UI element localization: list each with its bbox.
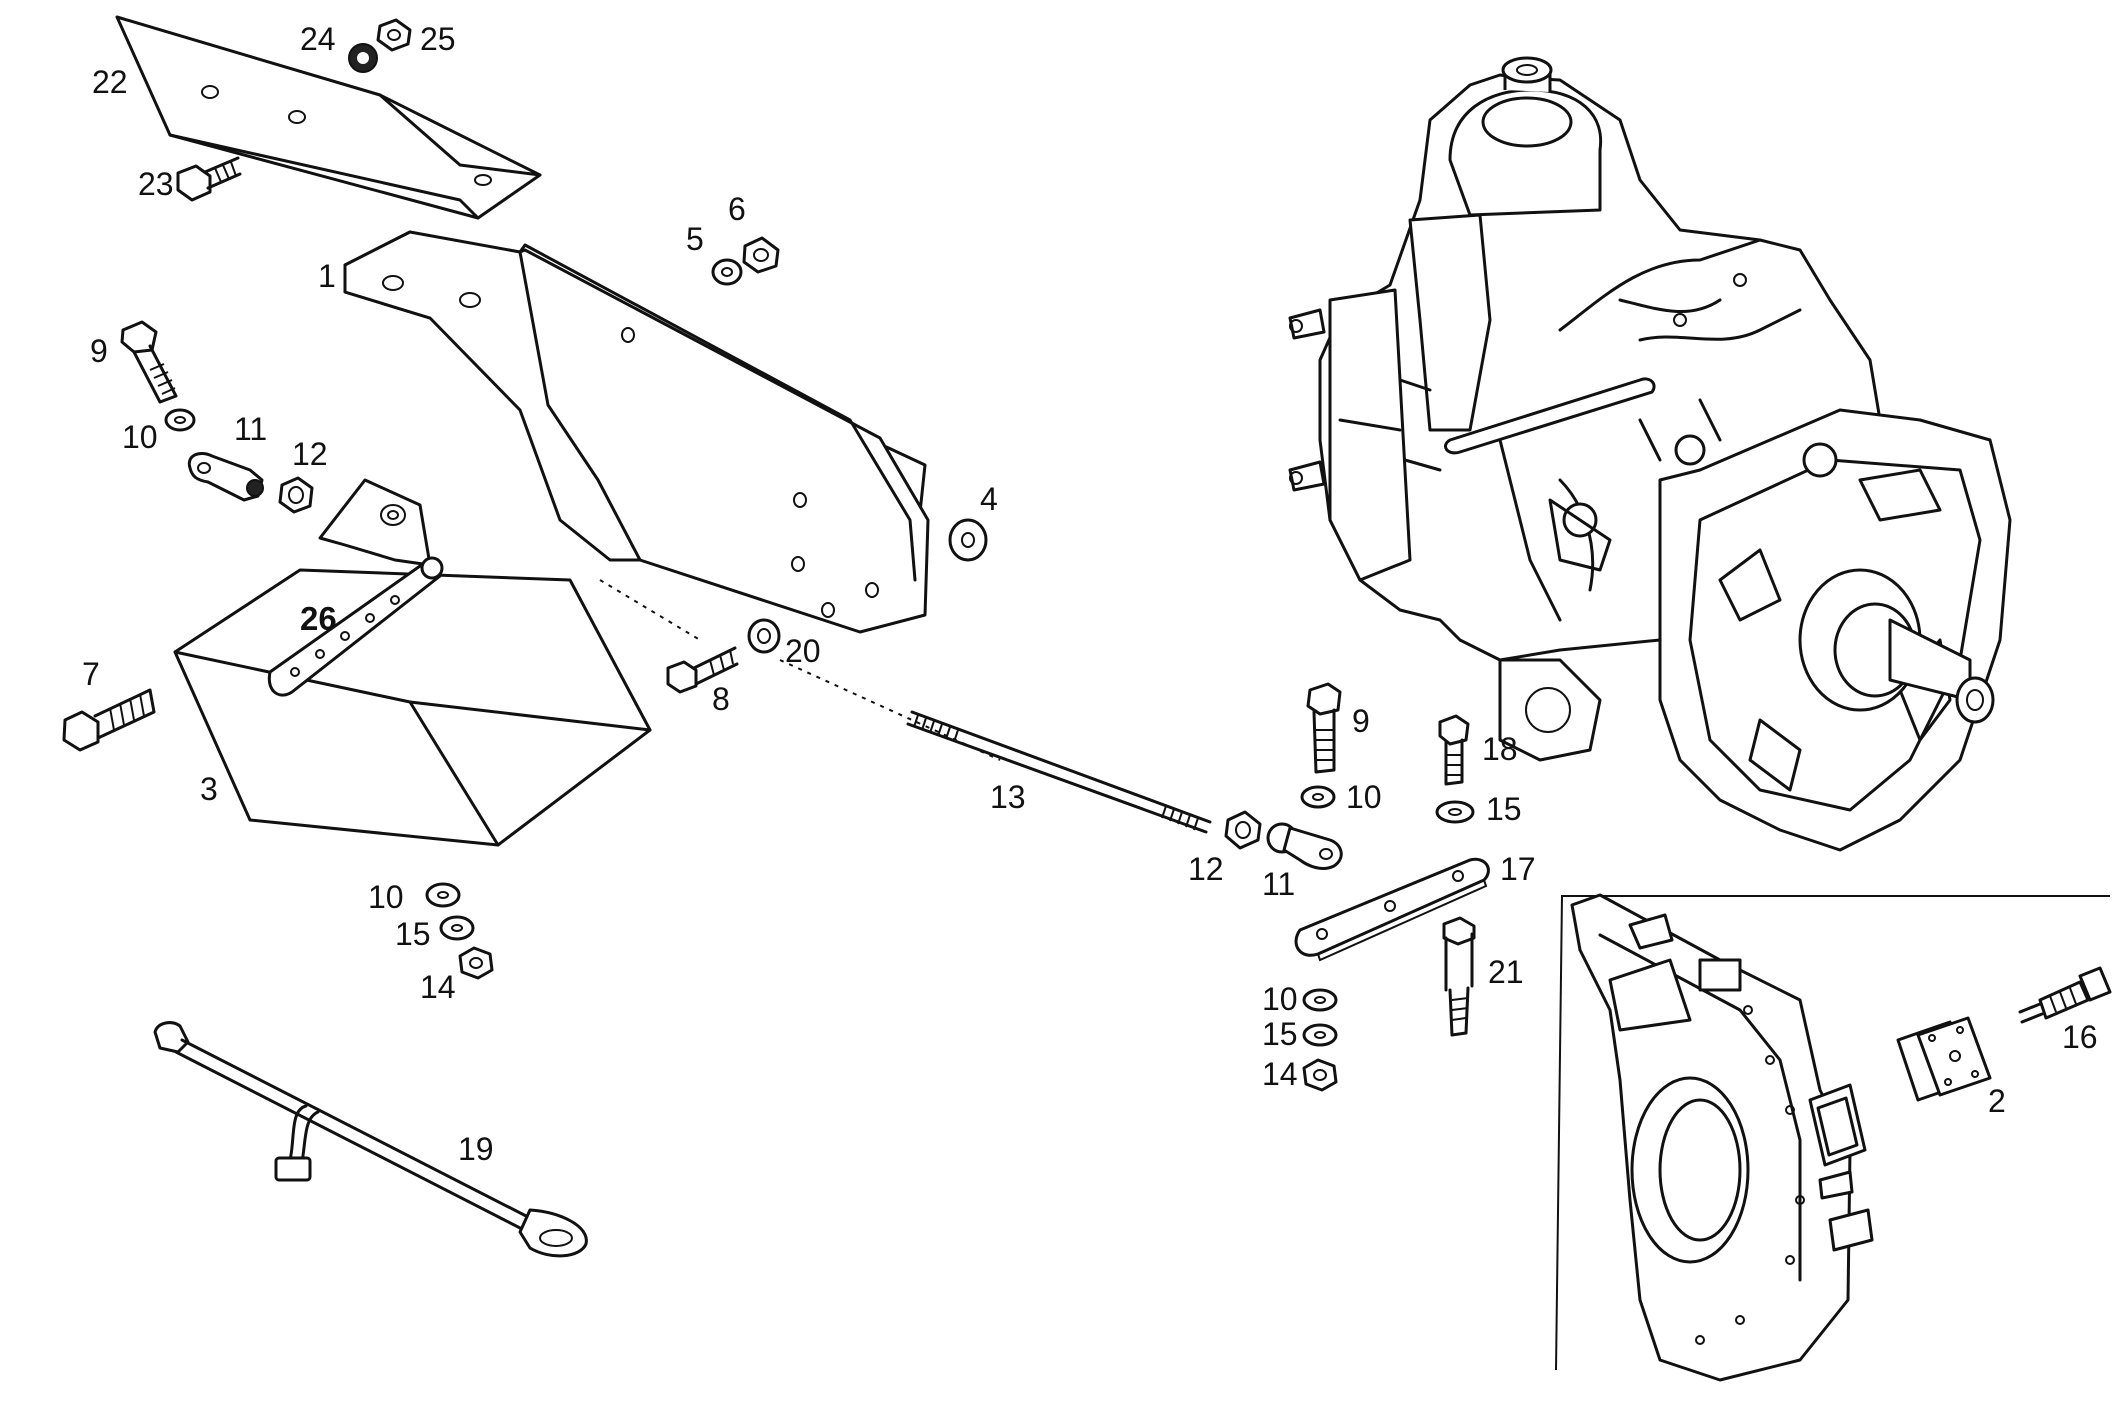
label-part-14-lower-left: 14 <box>420 969 456 1005</box>
label-part-15-lower-left: 15 <box>395 916 431 952</box>
label-part-21: 21 <box>1488 954 1524 990</box>
part-14-nut-right <box>1302 1058 1338 1092</box>
part-12-nut-left <box>278 476 314 514</box>
inset-flywheel-housing <box>1555 893 2110 1382</box>
part-14-nut-lower-left <box>458 946 494 980</box>
label-part-12-left: 12 <box>292 436 328 472</box>
part-10-washer-lower-left <box>425 882 461 908</box>
part-10-washer-upper-left <box>164 408 196 432</box>
label-part-2: 2 <box>1988 1083 2006 1119</box>
label-part-11-right: 11 <box>1262 866 1295 902</box>
part-5-washer <box>711 258 743 286</box>
part-26-lever <box>267 556 444 697</box>
label-part-5: 5 <box>686 221 704 257</box>
label-part-25: 25 <box>420 21 456 57</box>
part-9-bolt-left <box>120 320 178 404</box>
label-part-18: 18 <box>1482 731 1518 767</box>
label-part-10-right-upper: 10 <box>1346 779 1382 815</box>
label-part-9-left: 9 <box>90 333 108 369</box>
part-11-ball-joint-right <box>1266 822 1343 870</box>
label-part-11-left: 11 <box>234 411 267 447</box>
part-9-bolt-right <box>1306 682 1342 774</box>
part-22-angle-plate <box>115 15 542 220</box>
part-4-spacer <box>948 518 988 562</box>
part-6-nut <box>742 236 780 274</box>
label-part-10-lower-left: 10 <box>368 879 404 915</box>
label-part-26: 26 <box>300 600 337 637</box>
label-part-17: 17 <box>1500 851 1536 887</box>
part-16-fitting <box>2018 966 2112 1024</box>
label-part-16: 16 <box>2062 1019 2098 1055</box>
part-8-bolt <box>666 646 739 694</box>
label-part-15-right-upper: 15 <box>1486 791 1522 827</box>
label-part-15-right-lower: 15 <box>1262 1016 1298 1052</box>
label-part-23: 23 <box>138 166 174 202</box>
label-part-22: 22 <box>92 64 128 100</box>
part-3-housing <box>173 478 652 847</box>
part-23-bolt <box>176 156 242 202</box>
part-21-stud <box>1442 916 1476 1037</box>
part-15-washer-lower-left <box>439 915 475 941</box>
label-part-8: 8 <box>712 681 730 717</box>
part-19-cable <box>153 1021 588 1258</box>
part-2-cover-plate <box>1896 1016 1992 1102</box>
label-part-24: 24 <box>300 21 336 57</box>
injection-pump <box>1288 56 2012 852</box>
part-1-bracket <box>343 230 930 634</box>
part-17-link-plate <box>1294 857 1490 962</box>
part-20-washer <box>747 618 781 654</box>
label-part-14-right: 14 <box>1262 1056 1298 1092</box>
part-24-washer <box>348 43 378 73</box>
part-10-washer-right-upper <box>1300 785 1336 809</box>
label-part-9-right: 9 <box>1352 703 1370 739</box>
part-7-bolt <box>62 688 156 752</box>
label-part-4: 4 <box>980 481 998 517</box>
part-11-ball-joint-left <box>187 452 264 502</box>
part-10-washer-right-lower <box>1302 988 1338 1012</box>
label-part-13: 13 <box>990 779 1026 815</box>
label-part-20: 20 <box>785 633 821 669</box>
part-25-nut <box>376 18 412 52</box>
label-part-12-right: 12 <box>1188 851 1224 887</box>
part-15-washer-right-lower <box>1302 1023 1338 1047</box>
label-part-10-upper-left: 10 <box>122 419 158 455</box>
label-part-10-right-lower: 10 <box>1262 981 1298 1017</box>
label-part-3: 3 <box>200 771 218 807</box>
part-labels: 22 24 25 23 1 5 6 9 10 11 12 4 26 20 7 8… <box>82 21 2098 1167</box>
label-part-1: 1 <box>318 258 336 294</box>
label-part-6: 6 <box>728 191 746 227</box>
part-12-nut-right <box>1224 810 1262 850</box>
label-part-7: 7 <box>82 656 100 692</box>
part-18-bolt <box>1438 714 1470 786</box>
label-part-19: 19 <box>458 1131 494 1167</box>
part-15-washer-right-upper <box>1435 800 1475 824</box>
part-13-threaded-rod <box>906 710 1212 834</box>
